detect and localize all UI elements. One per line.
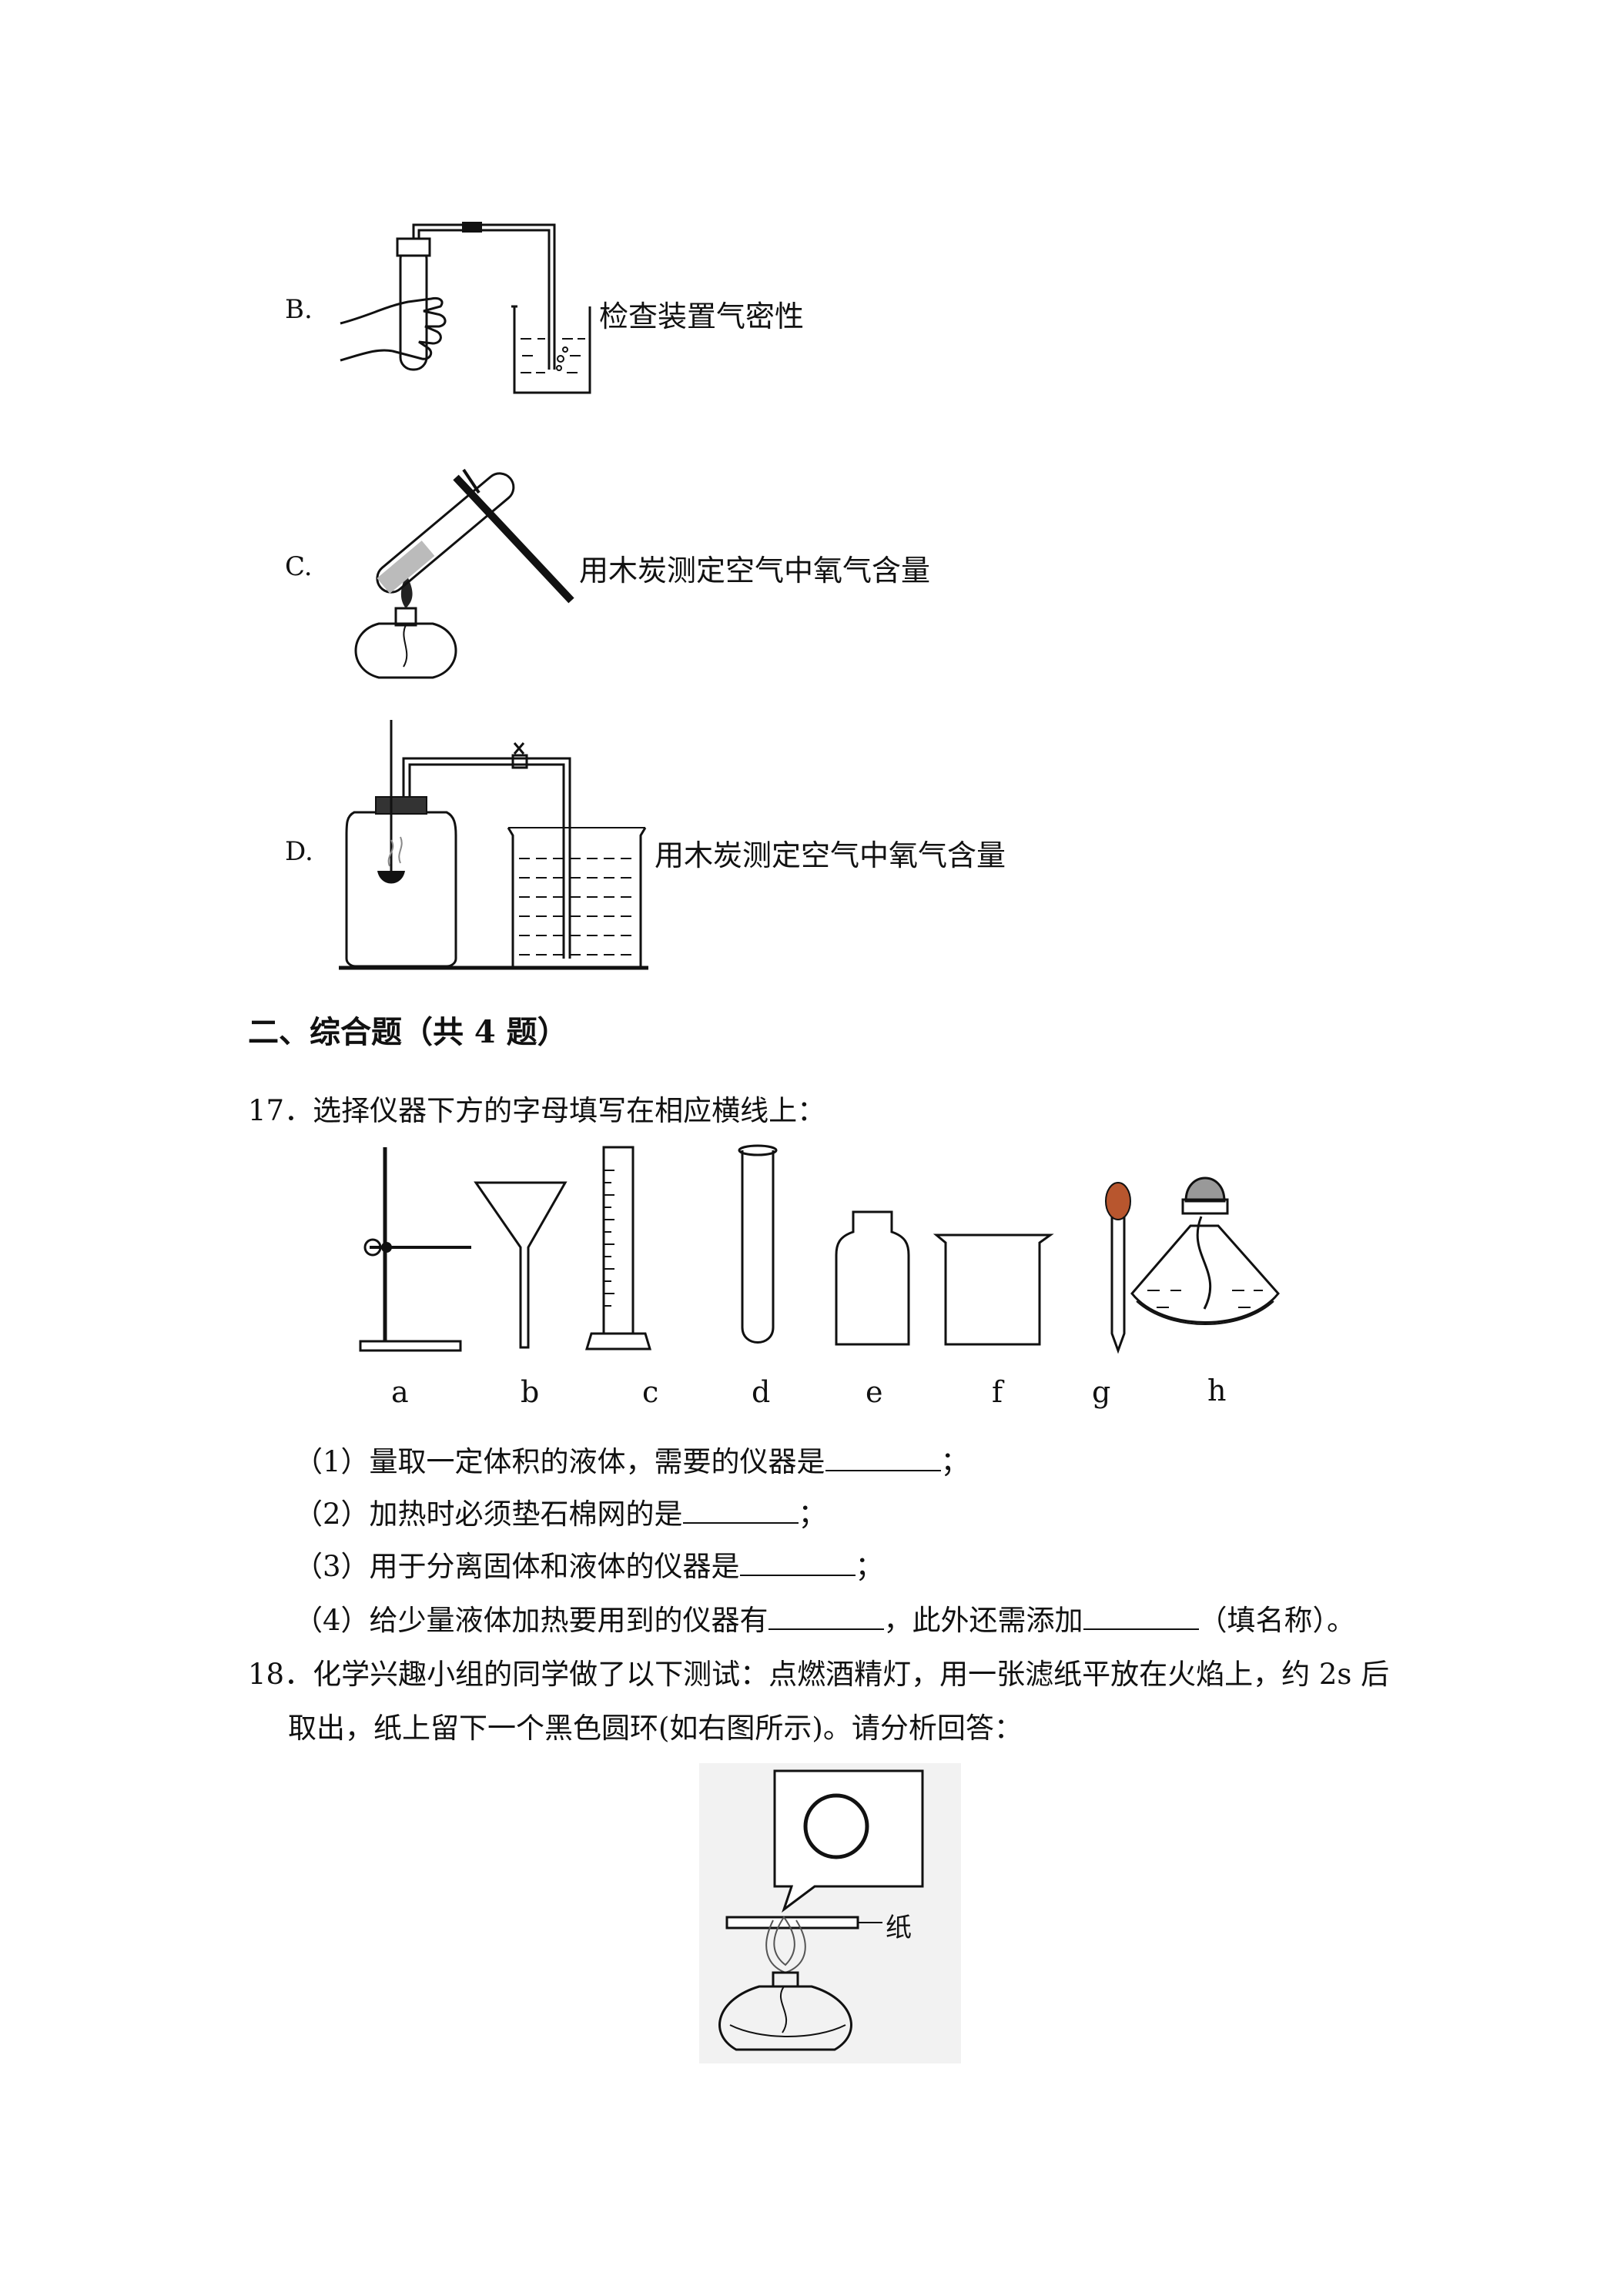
funnel-icon	[476, 1183, 565, 1347]
instrument-label-b: b	[521, 1375, 540, 1409]
answer-blank-4[interactable]	[768, 1600, 884, 1630]
reagent-bottle-icon	[836, 1212, 909, 1344]
answer-blank-3[interactable]	[739, 1546, 856, 1576]
q17-part-4: （4）给少量液体加热要用到的仪器有，此外还需添加（填名称）。	[294, 1597, 1355, 1638]
airtightness-check-figure	[339, 222, 593, 400]
q17-part-3: （3）用于分离固体和液体的仪器是；	[294, 1543, 884, 1585]
option-c-text: 用木炭测定空气中氧气含量	[579, 554, 931, 587]
instruments-figure	[339, 1140, 1294, 1363]
option-b-letter: B.	[285, 294, 313, 325]
q18-line-2: 取出，纸上留下一个黑色圆环(如右图所示)。请分析回答：	[288, 1712, 1023, 1745]
q17-stem: 17．选择仪器下方的字母填写在相应横线上：	[248, 1094, 826, 1127]
oxygen-content-figure	[331, 720, 655, 974]
filter-paper-figure	[699, 1763, 961, 2063]
option-c-letter: C.	[285, 551, 313, 582]
dropper-icon	[1106, 1183, 1130, 1350]
option-d-letter: D.	[285, 836, 313, 867]
instrument-label-e: e	[866, 1375, 883, 1409]
answer-blank-5[interactable]	[1083, 1600, 1199, 1630]
instrument-label-d: d	[752, 1375, 771, 1409]
answer-blank-1[interactable]	[825, 1441, 941, 1471]
q17-part-2: （2）加热时必须垫石棉网的是；	[294, 1491, 827, 1532]
liquid-heating-figure	[333, 447, 579, 693]
paper-label: 纸	[886, 1913, 912, 1943]
instrument-label-a: a	[391, 1375, 409, 1409]
option-d-text: 用木炭测定空气中氧气含量	[655, 838, 1006, 872]
beaker-icon	[936, 1235, 1050, 1344]
instrument-label-g: g	[1092, 1375, 1111, 1409]
q17-part-1: （1）量取一定体积的液体，需要的仪器是；	[294, 1438, 969, 1480]
answer-blank-2[interactable]	[682, 1494, 799, 1524]
q18-line-1: 18．化学兴趣小组的同学做了以下测试：点燃酒精灯，用一张滤纸平放在火焰上，约 2…	[248, 1658, 1390, 1691]
test-tube-icon	[739, 1146, 776, 1343]
option-b-text: 检查装置气密性	[599, 300, 805, 333]
instrument-label-f: f	[992, 1375, 1003, 1409]
iron-stand-icon	[360, 1147, 471, 1350]
measuring-cylinder-icon	[587, 1147, 650, 1349]
instrument-label-h: h	[1207, 1374, 1227, 1407]
section-title: 二、综合题（共 4 题）	[248, 1014, 568, 1050]
alcohol-lamp-icon	[1132, 1178, 1278, 1324]
instrument-label-c: c	[642, 1375, 659, 1409]
